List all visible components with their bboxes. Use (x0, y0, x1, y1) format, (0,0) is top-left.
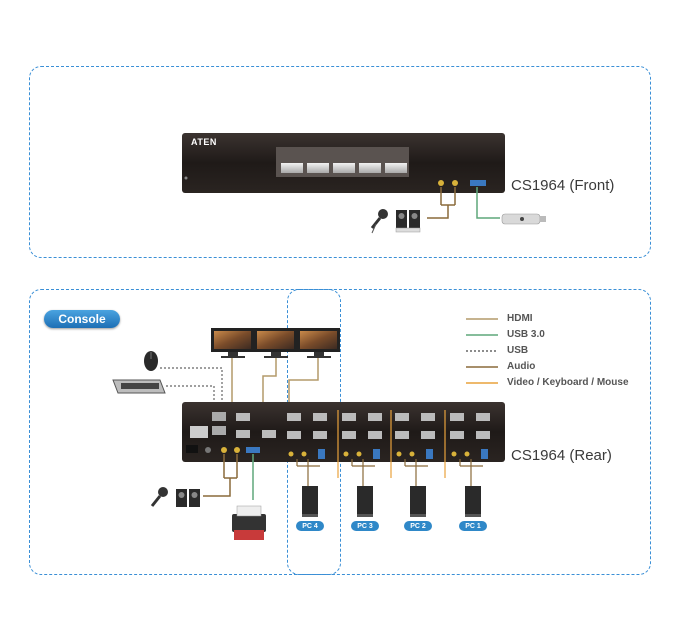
pc-badge-4: PC 4 (296, 521, 324, 531)
monitor-2 (254, 328, 297, 358)
usb-flash-drive (501, 213, 546, 225)
legend-label-usb3: USB 3.0 (507, 329, 545, 340)
pc-to-ports-lines (296, 459, 483, 486)
speakers-front (395, 210, 421, 233)
pc-bus-lines (337, 410, 446, 478)
monitors (211, 328, 340, 358)
pc-badge-3: PC 3 (351, 521, 379, 531)
pc-tower-2 (410, 486, 426, 517)
port-selection-buttons (281, 163, 407, 173)
front-device-label: CS1964 (Front) (511, 177, 615, 194)
monitor-3 (297, 328, 340, 358)
legend-label-video-kbm: Video / Keyboard / Mouse (507, 377, 629, 388)
front-panel-frame (29, 66, 651, 258)
pc-badge-1: PC 1 (459, 521, 487, 531)
legend-label-audio: Audio (507, 361, 536, 372)
pc-badge-2: PC 2 (404, 521, 432, 531)
rear-audio-cables (203, 454, 238, 497)
pc-tower-1 (465, 486, 481, 517)
aten-logo: ATEN (191, 137, 217, 147)
printer (232, 505, 266, 540)
pc-tower-4 (302, 486, 318, 517)
console-badge: Console (44, 310, 120, 328)
console-usb-cables (160, 367, 223, 420)
pc-port-group-3 (342, 413, 382, 459)
pc-port-group-1 (450, 413, 490, 459)
rear-device-label: CS1964 (Rear) (511, 447, 612, 464)
microphone-front (370, 209, 388, 234)
rear-kvm-device (182, 402, 505, 462)
mouse (144, 351, 158, 371)
front-kvm-device (182, 133, 505, 193)
pc-tower-3 (357, 486, 373, 517)
legend-label-hdmi: HDMI (507, 313, 533, 324)
legend-label-usb: USB (507, 345, 529, 356)
pc-port-group-2 (395, 413, 435, 459)
front-usb-cable (476, 187, 500, 219)
microphone-rear (150, 487, 168, 507)
pc-port-group-4 (287, 413, 327, 459)
keyboard (112, 379, 166, 394)
legend-swatches (466, 318, 498, 384)
front-audio-cables (427, 187, 456, 219)
monitor-1 (211, 328, 254, 358)
speakers-rear (176, 489, 200, 507)
